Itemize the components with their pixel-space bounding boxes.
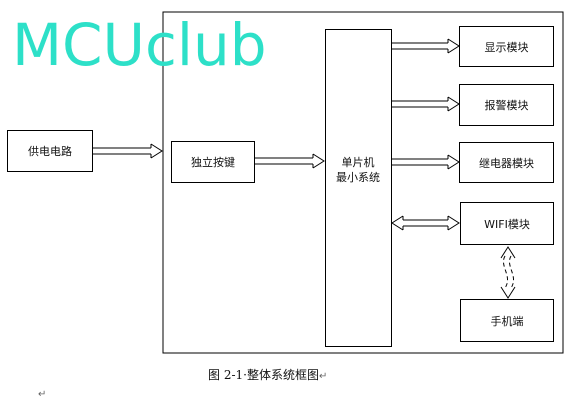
- arrow-power-to-buttons: [93, 143, 163, 159]
- display-module-box: 显示模块: [459, 26, 554, 67]
- display-module-label: 显示模块: [484, 40, 529, 54]
- figure-caption-text: 图 2-1·整体系统框图: [208, 368, 319, 382]
- arrow-mcu-wifi-bidirectional: [391, 215, 460, 231]
- alarm-module-box: 报警模块: [459, 84, 554, 126]
- arrow-wifi-phone-heads: [500, 246, 516, 299]
- arrow-mcu-to-relay: [392, 154, 460, 170]
- system-frame: [162, 11, 564, 354]
- relay-module-label: 继电器模块: [479, 156, 534, 170]
- mcu-label-line1: 单片机: [341, 156, 375, 169]
- arrow-mcu-to-display: [392, 38, 460, 54]
- independent-buttons-label: 独立按键: [191, 156, 235, 169]
- independent-buttons-box: 独立按键: [171, 141, 255, 183]
- alarm-module-label: 报警模块: [484, 99, 529, 112]
- arrow-buttons-to-mcu: [255, 153, 325, 169]
- mcu-label-line2: 最小系统: [336, 171, 380, 184]
- phone-label: 手机端: [490, 314, 524, 328]
- mcu-label: 单片机 最小系统: [325, 155, 391, 185]
- wifi-module-label: WIFI模块: [484, 217, 530, 231]
- paragraph-mark: ↵: [38, 389, 47, 400]
- arrow-mcu-to-alarm: [392, 96, 460, 112]
- caption-return-mark: ↵: [318, 371, 328, 382]
- mcuclub-watermark: MCUclub: [12, 11, 267, 79]
- arrow-wifi-phone-wireless: [503, 255, 515, 289]
- phone-box: 手机端: [460, 299, 554, 342]
- power-circuit-label: 供电电路: [28, 145, 72, 158]
- wifi-module-box: WIFI模块: [460, 202, 554, 245]
- figure-caption: 图 2-1·整体系统框图↵: [208, 366, 327, 383]
- mcu-box: [325, 29, 392, 347]
- power-circuit-box: 供电电路: [7, 130, 93, 172]
- relay-module-box: 继电器模块: [459, 142, 554, 183]
